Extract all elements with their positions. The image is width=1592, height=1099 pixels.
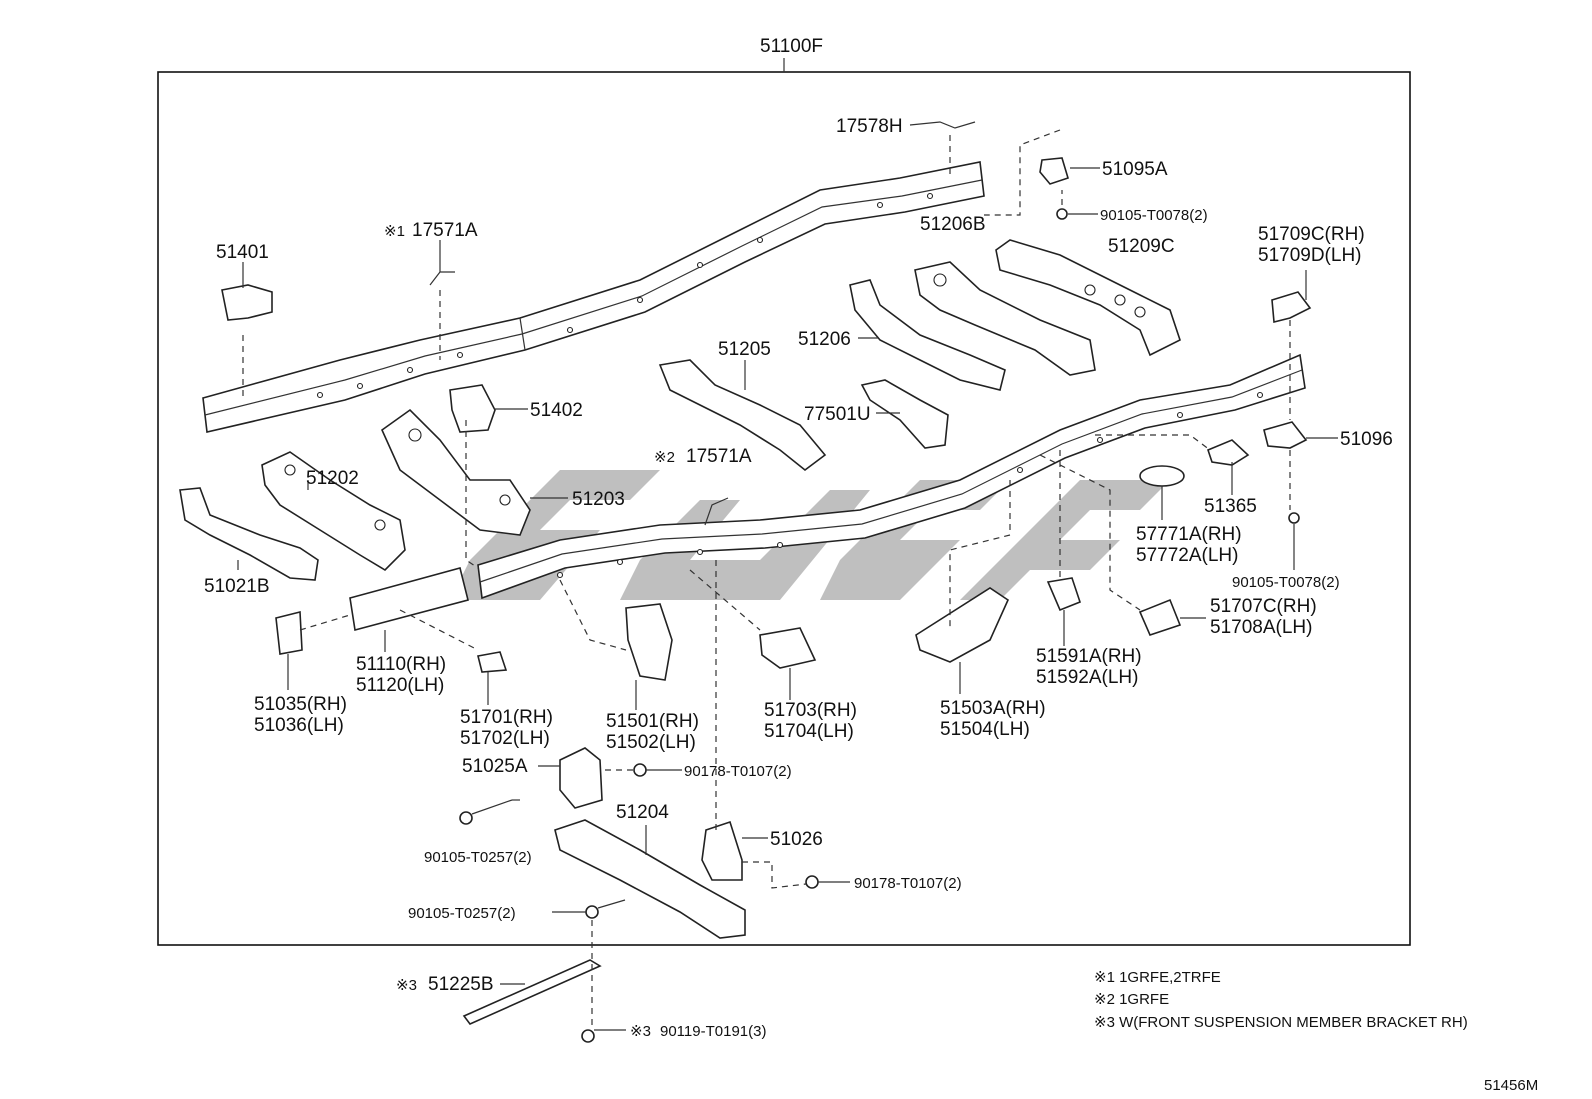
footnotes: ※1 1GRFE,2TRFE ※2 1GRFE ※3 W(FRONT SUSPE… [1094, 969, 1468, 1031]
label-51100F[interactable]: 51100F [760, 36, 823, 57]
crossmember-51206 [849, 279, 1006, 391]
label-51025A[interactable]: 51025A [462, 756, 528, 777]
crossmember-51205 [658, 359, 827, 472]
right-frame-rail [477, 353, 1306, 600]
label-90105-T0078-right[interactable]: 90105-T0078(2) [1232, 574, 1340, 591]
bracket-51026 [701, 820, 743, 881]
label-90105-T0078-top[interactable]: 90105-T0078(2) [1100, 207, 1208, 224]
crossmember-77501U [860, 379, 949, 449]
label-51703-RH[interactable]: 51703(RH) [764, 700, 857, 721]
extension-51110 [349, 567, 469, 632]
label-51708A-LH[interactable]: 51708A(LH) [1210, 617, 1312, 638]
label-51209C[interactable]: 51209C [1108, 236, 1175, 257]
bracket-51096 [1263, 421, 1308, 449]
label-90105-T0257-a[interactable]: 90105-T0257(2) [424, 849, 532, 866]
bracket-51365 [1207, 439, 1250, 466]
label-51026[interactable]: 51026 [770, 829, 823, 850]
label-57772A-LH[interactable]: 57772A(LH) [1136, 545, 1238, 566]
label-51203[interactable]: 51203 [572, 489, 625, 510]
crossmember-51204 [554, 819, 746, 939]
label-51096[interactable]: 51096 [1340, 429, 1393, 450]
plate-51035 [275, 610, 303, 655]
footnote-1: ※1 1GRFE,2TRFE [1094, 969, 1221, 986]
label-51205[interactable]: 51205 [718, 339, 771, 360]
label-51120-LH[interactable]: 51120(LH) [356, 675, 444, 696]
bracket-51401 [221, 284, 273, 321]
label-90178-T0107-b[interactable]: 90178-T0107(2) [854, 875, 962, 892]
crossmember-51203 [381, 408, 531, 536]
bracket-51503A [915, 587, 1010, 663]
crossmember-51021B [179, 487, 319, 581]
label-77501U[interactable]: 77501U [804, 404, 871, 425]
leader-lines [237, 167, 1338, 1031]
label-51206B[interactable]: 51206B [920, 214, 986, 235]
marker-3-51225B: ※3 [396, 977, 417, 994]
bracket-51707 [1138, 598, 1182, 636]
bracket-51095A [1039, 157, 1069, 185]
label-57771A-RH[interactable]: 57771A(RH) [1136, 524, 1242, 545]
label-51503A-RH[interactable]: 51503A(RH) [940, 698, 1046, 719]
footnote-2: ※2 1GRFE [1094, 991, 1169, 1008]
label-51401[interactable]: 51401 [216, 242, 269, 263]
label-51504-LH[interactable]: 51504(LH) [940, 719, 1030, 740]
label-51095A[interactable]: 51095A [1102, 159, 1168, 180]
label-51709C-RH[interactable]: 51709C(RH) [1258, 224, 1365, 245]
label-51592A-LH[interactable]: 51592A(LH) [1036, 667, 1138, 688]
bar-51225B [462, 959, 602, 1025]
bracket-51709 [1271, 291, 1312, 324]
footnote-3: ※3 W(FRONT SUSPENSION MEMBER BRACKET RH) [1094, 1014, 1468, 1031]
label-51502-LH[interactable]: 51502(LH) [606, 732, 696, 753]
label-51707C-RH[interactable]: 51707C(RH) [1210, 596, 1317, 617]
label-51036-LH[interactable]: 51036(LH) [254, 715, 344, 736]
label-51206[interactable]: 51206 [798, 329, 851, 350]
label-17571A-1[interactable]: 17571A [412, 220, 478, 241]
label-51702-LH[interactable]: 51702(LH) [460, 728, 550, 749]
bracket-51501 [625, 603, 673, 681]
bracket-51402 [449, 384, 496, 433]
bracket-5159 [1046, 577, 1081, 612]
bracket-51701 [477, 651, 508, 673]
label-51110-RH[interactable]: 51110(RH) [356, 654, 446, 675]
crossmember-51206B [914, 261, 1096, 376]
label-51204[interactable]: 51204 [616, 802, 669, 823]
label-51402[interactable]: 51402 [530, 400, 583, 421]
marker-3-90119: ※3 [630, 1023, 651, 1040]
crossmember-51209C [995, 239, 1181, 357]
label-17578H[interactable]: 17578H [836, 116, 903, 137]
label-51704-LH[interactable]: 51704(LH) [764, 721, 854, 742]
label-51501-RH[interactable]: 51501(RH) [606, 711, 699, 732]
label-51591A-RH[interactable]: 51591A(RH) [1036, 646, 1142, 667]
diagram-code: 51456M [1484, 1077, 1538, 1094]
crossmember-51202 [261, 451, 406, 572]
marker-1-17571A: ※1 [384, 223, 405, 240]
part-labels: 17578H 51095A 90105-T0078(2) 51206B 5120… [204, 116, 1393, 1040]
label-17571A-2[interactable]: 17571A [686, 446, 752, 467]
label-51225B[interactable]: 51225B [428, 974, 494, 995]
label-51021B[interactable]: 51021B [204, 576, 270, 597]
bracket-51703 [759, 627, 817, 669]
cushion-5777 [1139, 465, 1185, 487]
label-90178-T0107-a[interactable]: 90178-T0107(2) [684, 763, 792, 780]
label-90105-T0257-b[interactable]: 90105-T0257(2) [408, 905, 516, 922]
label-90119-T0191[interactable]: 90119-T0191(3) [660, 1023, 766, 1040]
bracket-51025A [559, 747, 603, 809]
label-51709D-LH[interactable]: 51709D(LH) [1258, 245, 1362, 266]
marker-2-17571A: ※2 [654, 449, 675, 466]
label-51202[interactable]: 51202 [306, 468, 359, 489]
left-frame-rail [202, 161, 985, 433]
label-51701-RH[interactable]: 51701(RH) [460, 707, 553, 728]
dashed-guide-lines [242, 129, 1291, 1030]
label-51035-RH[interactable]: 51035(RH) [254, 694, 347, 715]
label-51365[interactable]: 51365 [1204, 496, 1257, 517]
